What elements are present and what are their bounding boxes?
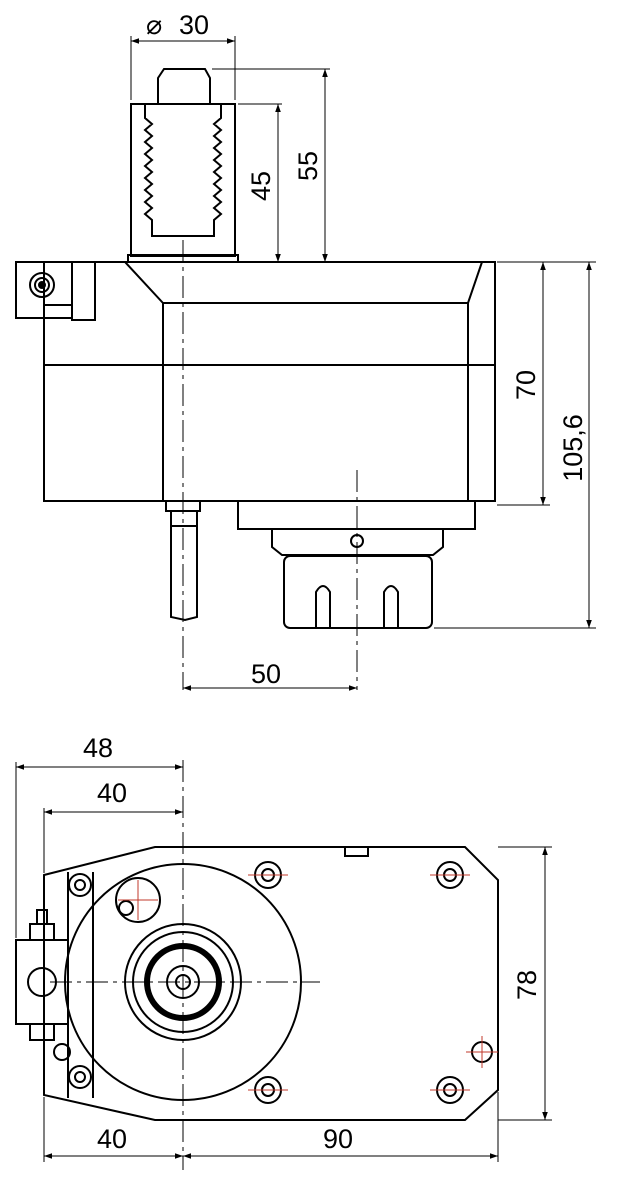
collet-nut (283, 555, 433, 629)
side-dimensions (130, 36, 596, 691)
top-dimension-labels: 48 40 78 40 90 (83, 733, 542, 1154)
dim-bottom-left: 40 (97, 1124, 127, 1154)
diameter-symbol: ⌀ (146, 10, 162, 40)
dim-top-left-inner: 40 (97, 778, 127, 808)
side-view (15, 68, 496, 629)
center-marks (118, 874, 498, 1091)
coolant-hole (115, 877, 161, 923)
dim-shank-total: 55 (293, 151, 323, 181)
dim-body-height: 70 (511, 370, 541, 400)
dim-bottom-right: 90 (323, 1124, 353, 1154)
dim-overall-height: 105,6 (558, 414, 588, 482)
dim-shank-diameter: 30 (179, 10, 209, 40)
coolant-block (15, 261, 73, 319)
top-dimensions (15, 762, 552, 1162)
dim-axis-offset: 50 (251, 659, 281, 689)
top-body-outline (43, 846, 499, 1121)
shank (127, 68, 239, 263)
top-view (15, 846, 499, 1121)
dim-top-left-outer: 48 (83, 733, 113, 763)
side-center-lines (182, 240, 358, 690)
dim-shank-length: 45 (246, 171, 276, 201)
top-coolant-block (15, 909, 69, 1041)
side-dimension-labels: ⌀ 30 45 55 70 105,6 50 (146, 10, 588, 689)
dim-width: 78 (512, 970, 542, 1000)
housing (43, 261, 496, 502)
top-center-lines (50, 760, 320, 1170)
